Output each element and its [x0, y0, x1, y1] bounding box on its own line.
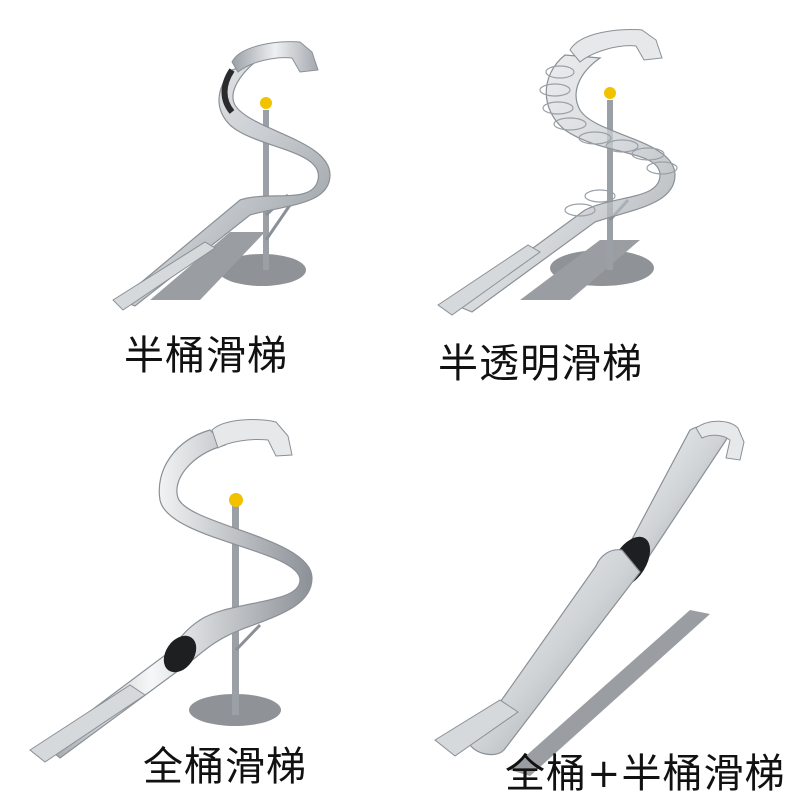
yellow-ball	[604, 87, 616, 99]
support-pole	[263, 110, 269, 270]
slide-shadow	[150, 232, 265, 300]
entry-platform	[569, 29, 663, 63]
translucent-slide-illustration	[437, 29, 678, 316]
entry-platform	[211, 419, 293, 457]
translucent-rings	[539, 65, 678, 217]
half-tube-slide-illustration	[112, 41, 331, 311]
tube-opening	[163, 635, 197, 673]
full-tube-slide-illustration	[29, 419, 313, 763]
slide-shadow	[510, 610, 710, 776]
support-pole	[607, 100, 613, 270]
translucent-spiral	[453, 54, 676, 313]
slide-exit	[437, 244, 541, 316]
panel-translucent-slide: 半透明滑梯	[400, 0, 800, 400]
slide-exit	[29, 684, 146, 763]
caption-full-tube-slide: 全桶滑梯	[143, 744, 307, 790]
slide-exit	[434, 699, 519, 757]
caption-full-half-tube-slide: 全桶+半桶滑梯	[505, 751, 786, 797]
yellow-ball	[229, 493, 243, 507]
panel-full-half-tube-slide: 全桶+半桶滑梯	[400, 400, 800, 800]
yellow-ball	[260, 97, 272, 109]
spiral-slide	[118, 61, 331, 307]
entry-platform	[695, 420, 745, 461]
caption-translucent-slide: 半透明滑梯	[438, 341, 643, 387]
panel-half-tube-slide: 半桶滑梯	[0, 0, 400, 400]
caption-half-tube-slide: 半桶滑梯	[124, 333, 288, 379]
slide-exit	[112, 241, 216, 311]
full-half-tube-slide-illustration	[434, 420, 745, 776]
ground-shadow	[218, 254, 306, 286]
entry-platform	[231, 41, 319, 73]
panel-full-tube-slide: 全桶滑梯	[0, 400, 400, 800]
